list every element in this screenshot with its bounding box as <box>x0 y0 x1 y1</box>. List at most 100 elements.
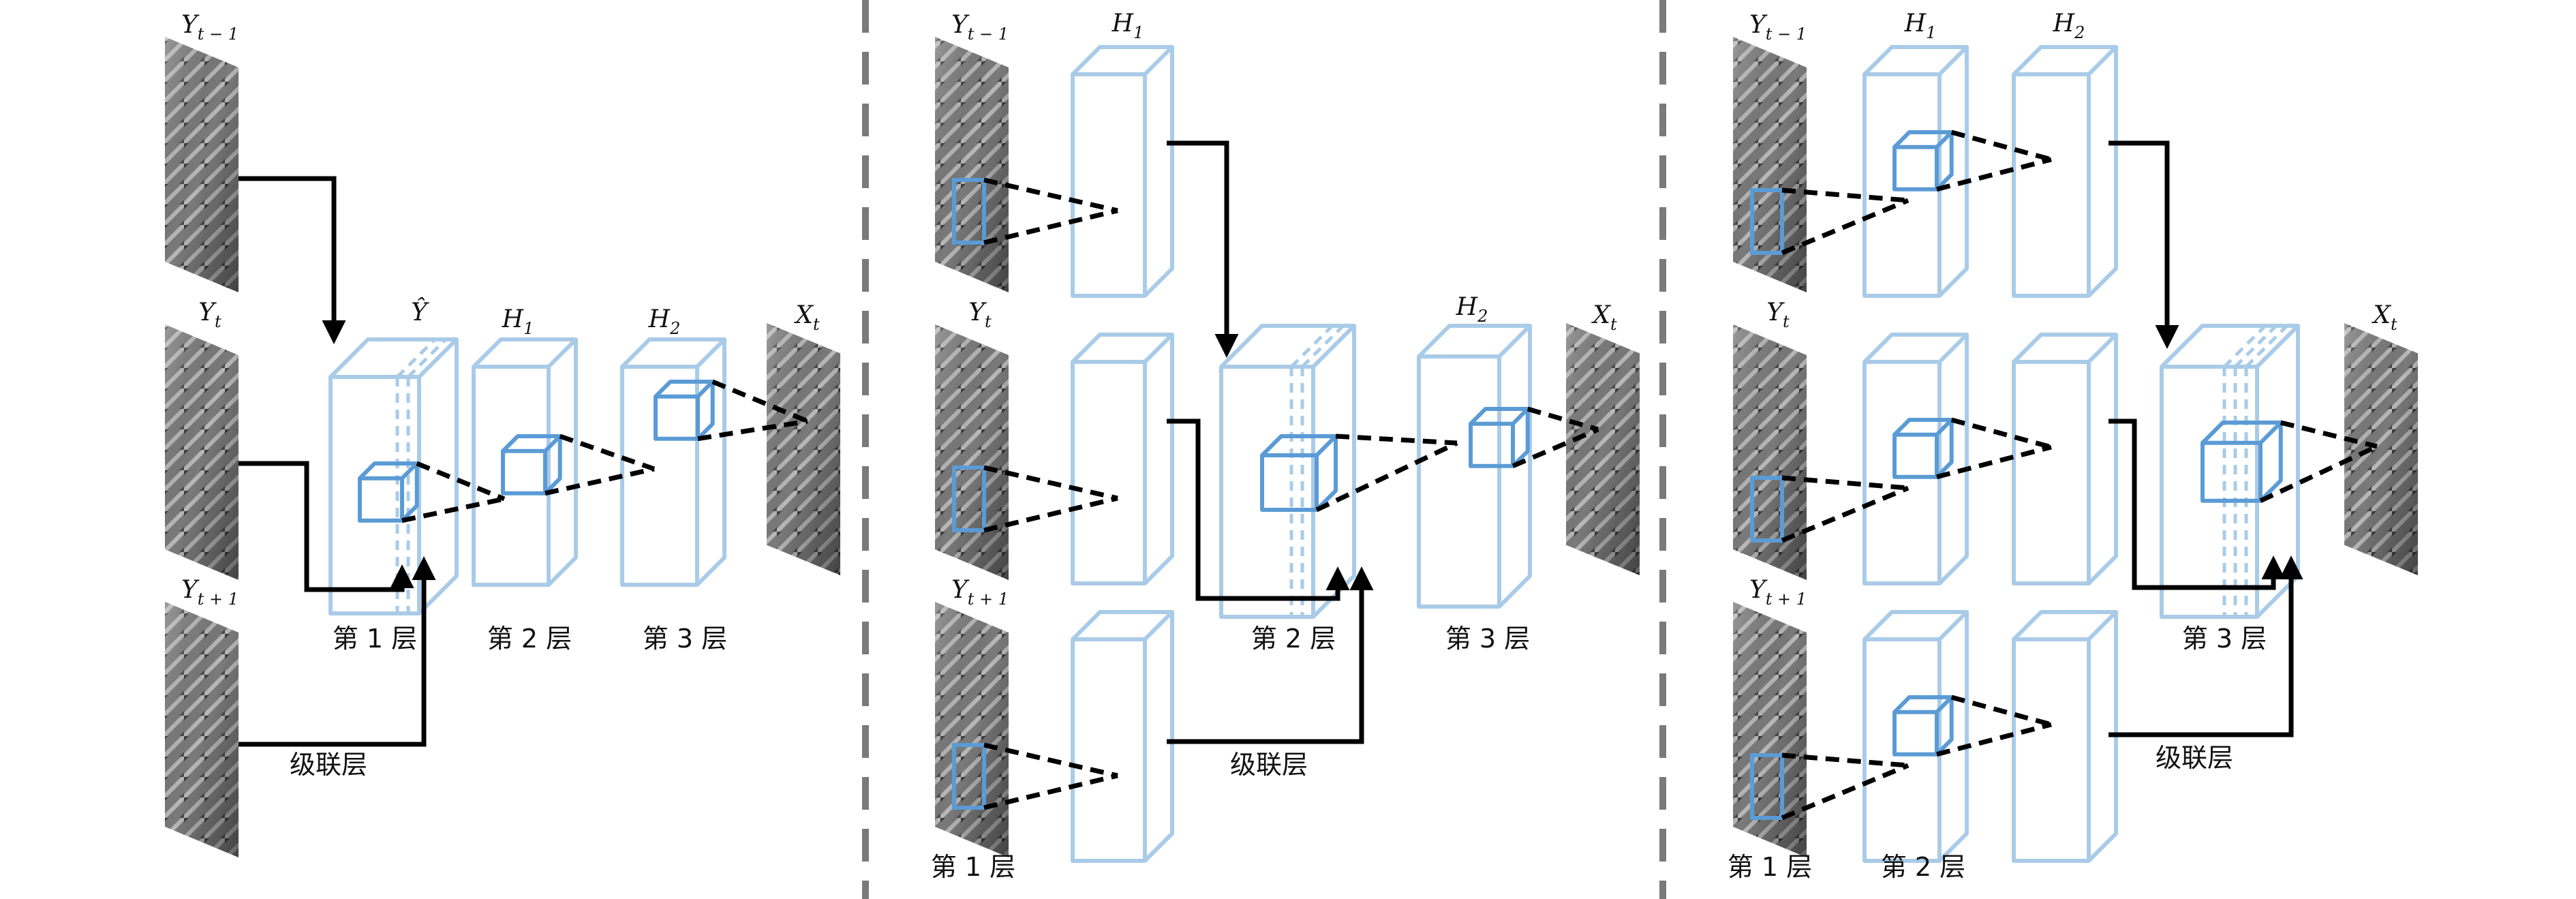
kernel-cube <box>1892 130 1954 192</box>
label-subscript: t − 1 <box>198 25 239 44</box>
kernel-projection <box>401 461 506 523</box>
label-base: Y <box>181 11 200 39</box>
feature-block-h1 <box>1071 333 1174 585</box>
input-frame-label: Yt + 1 <box>1749 576 1807 609</box>
kernel-projection <box>1781 475 1910 543</box>
label-subscript: 2 <box>669 319 680 338</box>
concat-layer-label: 级联层 <box>2156 743 2233 773</box>
input-frame-label: Yt <box>968 299 992 331</box>
label-base: H <box>1111 10 1134 37</box>
input-frame-0 <box>935 37 1009 292</box>
arrow-h1-to-concat <box>1167 418 1350 601</box>
layer-label: 第 1 层 <box>1728 852 1812 882</box>
feature-block-h2 <box>2012 333 2118 585</box>
kernel-patch <box>1750 476 1784 543</box>
label-subscript: t <box>813 315 820 334</box>
label-base: Y <box>951 11 970 39</box>
feature-block-h1 <box>1071 45 1174 298</box>
concat-block <box>2160 324 2300 619</box>
frame-shade <box>2344 323 2418 575</box>
frame-shade <box>165 324 239 580</box>
kernel-projection <box>545 433 656 496</box>
kernel-projection <box>983 465 1118 533</box>
label-subscript: t <box>1610 315 1617 334</box>
concat-block-label: Ŷ <box>411 298 429 326</box>
label-base: H <box>1456 293 1478 321</box>
arrow-h1-to-concat <box>1167 140 1239 358</box>
layer-label: 第 2 层 <box>1251 624 1336 654</box>
feature-block-h2 <box>620 337 726 587</box>
input-frame-label: Yt − 1 <box>181 11 239 44</box>
kernel-projection <box>1315 433 1458 513</box>
kernel-projection <box>2259 420 2378 503</box>
label-base: X <box>2371 301 2391 329</box>
kernel-cube <box>358 461 419 523</box>
input-frame-label: Yt − 1 <box>1749 11 1807 44</box>
layer-label: 第 1 层 <box>333 624 417 654</box>
kernel-projection <box>697 379 809 442</box>
frame-shade <box>165 602 239 857</box>
feature-block-h1 <box>1071 610 1174 863</box>
label-base: X <box>1591 301 1611 329</box>
output-frame-label: Xt <box>1591 301 1617 334</box>
layer-label: 第 2 层 <box>1881 852 1965 882</box>
feature-block-h2 <box>2012 610 2118 863</box>
label-subscript: t + 1 <box>1766 590 1807 609</box>
kernel-cube <box>2201 421 2283 503</box>
block-label: H1 <box>1111 10 1144 42</box>
label-subscript: 2 <box>1477 307 1488 326</box>
label-base: Y <box>198 299 217 326</box>
arrow-curr-to-concat <box>239 461 414 592</box>
label-base: Y <box>1749 11 1768 39</box>
concat-layer-label: 级联层 <box>1230 750 1308 780</box>
frame-shade <box>1566 323 1640 575</box>
kernel-cube <box>1892 695 1954 757</box>
label-subscript: t <box>985 312 992 331</box>
layer-label: 第 3 层 <box>643 624 727 654</box>
frame-shade <box>165 37 239 292</box>
kernel-projection <box>1936 129 2052 192</box>
layer-label: 第 3 层 <box>2182 624 2267 654</box>
label-base: Y <box>181 576 200 604</box>
kernel-projection <box>983 742 1118 810</box>
kernel-cube <box>1260 434 1338 512</box>
kernel-projection <box>1936 417 2052 480</box>
input-frame-label: Yt <box>1766 299 1790 331</box>
label-base: H <box>1904 10 1927 37</box>
input-frame-label: Yt − 1 <box>951 11 1009 44</box>
feature-block-h1 <box>472 337 578 587</box>
kernel-projection <box>983 177 1118 245</box>
kernel-patch <box>952 743 986 810</box>
input-frame-2 <box>165 602 239 857</box>
kernel-projection <box>1781 752 1910 821</box>
label-subscript: t − 1 <box>968 25 1009 44</box>
label-base: H <box>2053 10 2075 37</box>
kernel-patch <box>1750 188 1784 255</box>
output-frame-label: Xt <box>793 301 820 334</box>
kernel-patch <box>952 466 986 532</box>
output-frame <box>1566 323 1640 575</box>
kernel-patch <box>952 178 986 245</box>
input-frame-0 <box>165 37 239 292</box>
block-label: H2 <box>1456 293 1488 326</box>
frame-shade <box>935 37 1009 292</box>
layer-label: 第 1 层 <box>931 852 1015 882</box>
label-base: Y <box>968 299 987 326</box>
label-base: Y <box>1749 576 1768 604</box>
output-frame <box>767 323 840 575</box>
arrow-h2-to-concat <box>2109 418 2286 590</box>
block-label: H2 <box>2053 10 2085 42</box>
layer-label: 第 3 层 <box>1445 624 1530 654</box>
kernel-cube <box>1469 407 1530 468</box>
block-label: H1 <box>502 305 534 338</box>
label-subscript: t <box>2391 315 2397 334</box>
label-subscript: 2 <box>2074 23 2085 42</box>
frame-shade <box>935 602 1009 857</box>
concat-layer-label: 级联层 <box>290 750 367 780</box>
block-label: H1 <box>1904 10 1937 42</box>
label-base: X <box>793 301 814 329</box>
arrow-h2-to-concat <box>2109 140 2179 349</box>
output-frame-label: Xt <box>2371 301 2397 334</box>
label-subscript: 1 <box>1926 23 1936 42</box>
label-subscript: t + 1 <box>968 590 1009 609</box>
